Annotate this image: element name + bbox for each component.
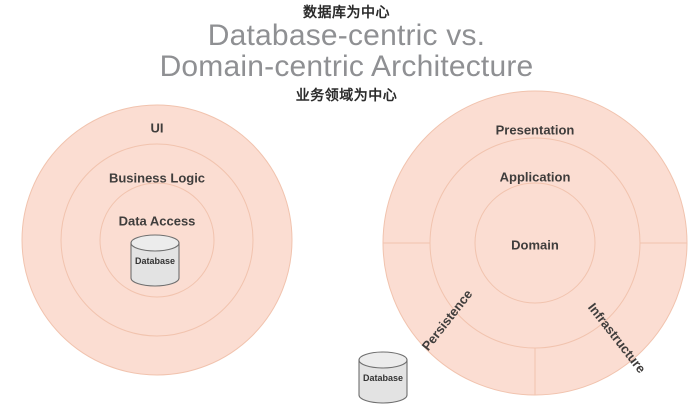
right-ring-label-application: Application (499, 169, 571, 185)
bottom-database-cylinder-icon (358, 351, 408, 404)
left-ring-label-data-access: Data Access (118, 213, 196, 229)
left-database-cylinder-icon (130, 234, 180, 287)
bottom-database-label: Database (362, 373, 404, 383)
left-database-label: Database (134, 256, 176, 266)
page-title: Database-centric vs. Domain-centric Arch… (0, 20, 693, 82)
annotation-domain-centric: 业务领域为中心 (295, 87, 398, 103)
right-ring-label-presentation: Presentation (495, 122, 575, 138)
left-ring-label-business-logic: Business Logic (108, 170, 206, 186)
page-title-line-1: Database-centric vs. (207, 19, 486, 52)
right-circle-group (382, 90, 688, 396)
annotation-database-centric: 数据库为中心 (303, 4, 390, 20)
right-ring-domain (474, 182, 596, 304)
right-ring-label-domain: Domain (511, 237, 559, 253)
left-ring-label-ui: UI (150, 120, 164, 136)
page-title-line-2: Domain-centric Architecture (159, 50, 534, 83)
